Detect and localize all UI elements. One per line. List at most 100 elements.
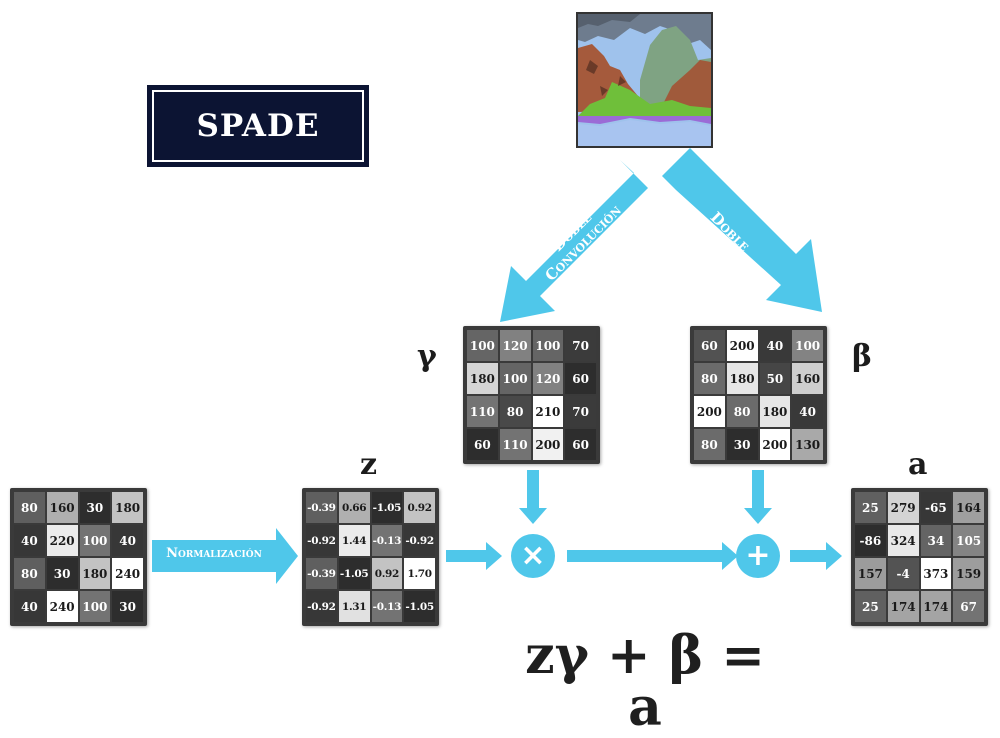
input-cell: 30 (46, 558, 78, 589)
gamma-cell: 210 (532, 396, 564, 427)
gamma-cell: 100 (467, 330, 498, 361)
beta-cell: 40 (759, 330, 791, 361)
beta-cell: 30 (726, 429, 758, 460)
gamma-symbol: γ (417, 339, 437, 374)
beta-cell: 180 (726, 363, 758, 394)
z-cell: 0.92 (404, 492, 435, 523)
beta-cell: 60 (694, 330, 725, 361)
a-cell: 25 (855, 591, 886, 622)
input-cell: 240 (46, 591, 78, 622)
z-cell: 0.92 (371, 558, 403, 589)
input-cell: 180 (112, 492, 143, 523)
beta-cell: 200 (726, 330, 758, 361)
gamma-cell: 70 (565, 396, 596, 427)
input-cell: 160 (46, 492, 78, 523)
input-cell: 40 (112, 525, 143, 556)
z-cell: -0.13 (371, 591, 403, 622)
z-to-multiply-arrow (446, 542, 502, 570)
beta-symbol: β (852, 339, 872, 374)
a-cell: 324 (887, 525, 919, 556)
conv-label-left: Doble Convolución (524, 184, 631, 291)
gamma-cell: 100 (532, 330, 564, 361)
beta-cell: 200 (694, 396, 725, 427)
z-cell: -0.92 (306, 525, 337, 556)
a-cell: 174 (887, 591, 919, 622)
input-cell: 180 (79, 558, 111, 589)
beta-cell: 100 (792, 330, 823, 361)
input-cell: 40 (14, 525, 45, 556)
gamma-cell: 60 (565, 429, 596, 460)
a-cell: 25 (855, 492, 886, 523)
a-cell: -65 (920, 492, 952, 523)
beta-cell: 80 (694, 363, 725, 394)
a-cell: 67 (953, 591, 984, 622)
input-cell: 100 (79, 525, 111, 556)
add-operator: + (736, 534, 780, 578)
beta-cell: 130 (792, 429, 823, 460)
z-cell: -1.05 (404, 591, 435, 622)
multiply-operator: × (511, 534, 555, 578)
a-cell: 34 (920, 525, 952, 556)
gamma-cell: 120 (499, 330, 531, 361)
gamma-down-arrow (519, 470, 547, 524)
beta-cell: 200 (759, 429, 791, 460)
a-cell: 105 (953, 525, 984, 556)
a-symbol: a (908, 447, 928, 482)
gamma-cell: 200 (532, 429, 564, 460)
normalization-label: Normalización (166, 546, 262, 561)
a-cell: 279 (887, 492, 919, 523)
z-symbol: z (360, 447, 378, 482)
beta-cell: 80 (726, 396, 758, 427)
beta-cell: 160 (792, 363, 823, 394)
z-cell: 0.66 (338, 492, 370, 523)
z-cell: -0.39 (306, 558, 337, 589)
a-cell: 159 (953, 558, 984, 589)
gamma-cell: 110 (499, 429, 531, 460)
z-cell: -1.05 (371, 492, 403, 523)
input-cell: 80 (14, 492, 45, 523)
gamma-cell: 100 (499, 363, 531, 394)
spade-title: SPADE (196, 108, 320, 144)
input-cell: 30 (79, 492, 111, 523)
formula: zγ + β = a (525, 625, 765, 738)
beta-cell: 180 (759, 396, 791, 427)
a-cell: -86 (855, 525, 886, 556)
a-cell: -4 (887, 558, 919, 589)
gamma-cell: 180 (467, 363, 498, 394)
z-cell: -0.13 (371, 525, 403, 556)
landscape-image (576, 12, 713, 148)
beta-cell: 80 (694, 429, 725, 460)
beta-down-arrow (744, 470, 772, 524)
gamma-cell: 60 (565, 363, 596, 394)
input-cell: 80 (14, 558, 45, 589)
z-cell: 1.31 (338, 591, 370, 622)
a-cell: 373 (920, 558, 952, 589)
z-cell: -0.39 (306, 492, 337, 523)
multiply-to-add-arrow (567, 542, 738, 570)
gamma-cell: 70 (565, 330, 596, 361)
a-cell: 157 (855, 558, 886, 589)
z-cell: 1.44 (338, 525, 370, 556)
input-cell: 100 (79, 591, 111, 622)
z-cell: -1.05 (338, 558, 370, 589)
input-cell: 220 (46, 525, 78, 556)
input-cell: 240 (112, 558, 143, 589)
a-cell: 174 (920, 591, 952, 622)
gamma-cell: 120 (532, 363, 564, 394)
beta-cell: 40 (792, 396, 823, 427)
input-cell: 30 (112, 591, 143, 622)
beta-cell: 50 (759, 363, 791, 394)
a-cell: 164 (953, 492, 984, 523)
z-cell: 1.70 (404, 558, 435, 589)
z-cell: -0.92 (306, 591, 337, 622)
input-cell: 40 (14, 591, 45, 622)
spade-title-box: SPADE (147, 85, 369, 167)
conv-label-right: Doble Convolución (670, 184, 777, 291)
z-cell: -0.92 (404, 525, 435, 556)
gamma-cell: 80 (499, 396, 531, 427)
gamma-cell: 60 (467, 429, 498, 460)
